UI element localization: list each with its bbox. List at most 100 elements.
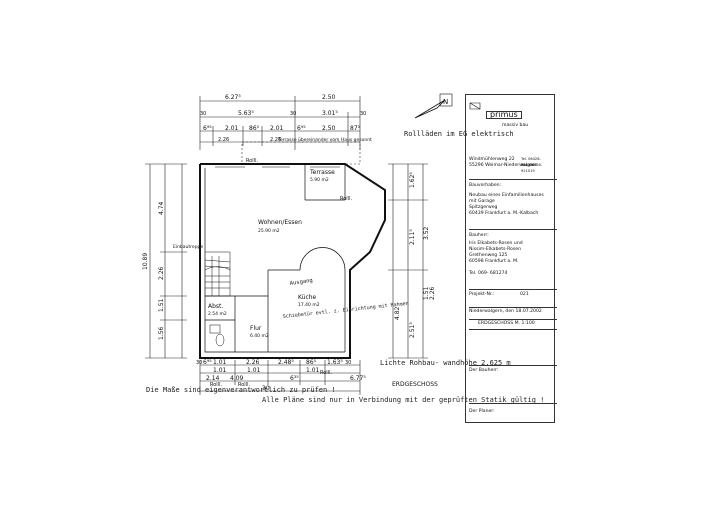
bauvorhaben-line-2: mit Garage — [469, 199, 495, 204]
dim-left-2: 2.26 — [158, 266, 165, 280]
divider — [469, 179, 557, 180]
dim-top-11: 2.01 — [270, 125, 284, 132]
ausgang-label: Ausgang — [289, 278, 313, 287]
bauvorhaben-line-3: Spitzgerweg — [469, 205, 498, 210]
dim-top-4: 3.01⁵ — [322, 110, 338, 117]
signature-planer-label: Der Planer: — [469, 409, 495, 414]
dim-bottom-7: 1.63⁵ — [327, 359, 343, 366]
title-block: primus massiv bau Windmühlenweg 22 55296… — [465, 94, 557, 423]
dim-top-15: 2.26 — [218, 137, 229, 143]
dim-top-13: 2.50 — [322, 125, 336, 132]
dim-left-3: 1.51 — [158, 298, 165, 312]
dim-right-1: 1.62⁵ — [409, 172, 416, 188]
dim-top-6: 30 — [290, 111, 296, 117]
rolll-label-bottom-left: Rolll. — [210, 382, 222, 388]
dim-bottom-16: 30 — [262, 385, 270, 392]
dim-bottom-3: 1.01 — [213, 359, 227, 366]
dim-bottom-5: 2.48⁵ — [278, 359, 294, 366]
room-terrasse-area: 5.90 m2 — [310, 177, 329, 183]
dim-bottom-6: 86⁵ — [306, 359, 317, 366]
divider — [469, 329, 557, 330]
dim-bottom-13: 4.09 — [230, 375, 244, 382]
dim-bottom-9: 1.01 — [213, 367, 227, 374]
divider — [469, 307, 557, 308]
company-logo: primus — [486, 111, 522, 119]
dim-bottom-8: 30 — [345, 360, 351, 366]
signature-bauherr-label: Der Bauherr: — [469, 368, 499, 373]
dimension-lines-right — [388, 163, 428, 359]
dim-right-2: 2.11⁵ — [409, 229, 416, 245]
outer-walls — [199, 163, 386, 359]
dim-bottom-15: 6.77⁵ — [350, 375, 366, 382]
dim-left-4: 1.56 — [158, 326, 165, 340]
note-erdgeschoss: ERDGESCHOSS — [392, 381, 438, 388]
dim-right-7: 2.26 — [429, 286, 436, 300]
north-arrow — [414, 93, 453, 119]
dim-top-2: 2.50 — [322, 94, 336, 101]
room-flur: Flur — [250, 325, 262, 332]
dimension-lines-top — [199, 96, 361, 150]
note-rolllaeden-text: Rollläden im EG elektrisch — [404, 130, 514, 138]
dim-bottom-11: 1.01 — [306, 367, 320, 374]
dim-right-6: 1.51 — [423, 286, 430, 300]
rolll-label-right: Rolll. — [340, 196, 352, 202]
bauherr-line-3: Grethenweg 125 — [469, 253, 508, 258]
projekt-label: Projekt-Nr.: — [469, 292, 495, 297]
north-label: N — [443, 98, 448, 106]
bauvorhaben-line-4: 60439 Frankfurt a. M.-Kalbach — [469, 211, 539, 216]
terrace-note: Terrasse übereinander vom Haus gesonnt — [277, 137, 372, 143]
company-tel: Tel. 06426-921010 — [521, 157, 541, 167]
einbautreppe-label: Einbautreppe — [173, 244, 203, 250]
dim-top-1: 6.27⁵ — [225, 94, 241, 101]
dim-right-3: 3.52 — [423, 226, 430, 240]
dim-bottom-12: 2.14 — [206, 375, 220, 382]
inner-walls — [204, 164, 346, 353]
dim-top-16: 2.26 — [270, 137, 281, 143]
plan-title: ERDGESCHOSS M. 1:100 — [478, 321, 535, 326]
dim-left-1: 4.74 — [158, 201, 165, 215]
divider — [469, 229, 557, 230]
dim-top-3: 5.63⁵ — [238, 110, 254, 117]
dim-bottom-14: 6³⁵ — [290, 375, 299, 382]
room-kueche: Küche — [298, 294, 317, 301]
room-wohnen-essen: Wohnen/Essen — [258, 219, 302, 226]
divider — [469, 365, 557, 366]
note-rolllaeden: Rollläden im EG elektrisch — [404, 130, 514, 138]
room-wohnen-essen-area: 25.90 m2 — [258, 228, 280, 234]
dim-top-7: 30 — [360, 111, 366, 117]
room-abst-area: 2.54 m2 — [208, 311, 227, 317]
datum: Niederwalgern, den 18.07.2002 — [469, 309, 542, 314]
bauvorhaben-label: Bauvorhaben: — [469, 183, 502, 188]
terrace-outline-dashed — [241, 141, 361, 165]
company-fax: Fax. 06426-921019 — [521, 163, 543, 173]
bauherr-label: Bauherr: — [469, 233, 489, 238]
room-flur-area: 6.40 m2 — [250, 333, 269, 339]
wc-fixtures — [209, 324, 225, 347]
dimension-lines-left — [145, 163, 187, 359]
dim-bottom-10: 1.01 — [247, 367, 261, 374]
rolll-label-bottom: Rolll. — [238, 382, 250, 388]
rolll-label-top: Rolll. — [246, 158, 258, 164]
dim-bottom-1: 30 — [196, 360, 202, 366]
dimension-lines-bottom — [199, 360, 361, 395]
note-masse: Die Maße sind eigenverantwortlich zu prü… — [146, 386, 336, 394]
dim-right-5: 2.51⁵ — [409, 322, 416, 338]
dim-bottom-4: 2.26 — [246, 359, 260, 366]
divider — [469, 403, 557, 404]
dim-top-14: 87⁵ — [350, 125, 361, 132]
dim-top-12: 6⁹⁵ — [297, 125, 306, 132]
dim-right-4: 4.82 — [394, 306, 401, 320]
dim-top-8: 6⁹⁵ — [203, 125, 212, 132]
room-abst: Abst. — [208, 303, 223, 310]
dim-bottom-2: 6⁹⁵ — [203, 359, 212, 366]
projekt-nr: 021 — [520, 292, 529, 297]
dim-left-total: 10.89 — [142, 253, 149, 270]
room-terrasse: Terrasse — [309, 169, 335, 176]
company-street: Windmühlenweg 22 — [469, 157, 515, 162]
note-plaene: Alle Pläne sind nur in Verbindung mit de… — [262, 396, 544, 404]
note-rohbau: Lichte Rohbau- wandhöhe 2.625 m — [380, 359, 511, 367]
dim-top-5: 30 — [200, 111, 206, 117]
bauherr-line-2: Nissim-Elkabets-Rosen — [469, 247, 522, 252]
dim-top-9: 2.01 — [225, 125, 239, 132]
